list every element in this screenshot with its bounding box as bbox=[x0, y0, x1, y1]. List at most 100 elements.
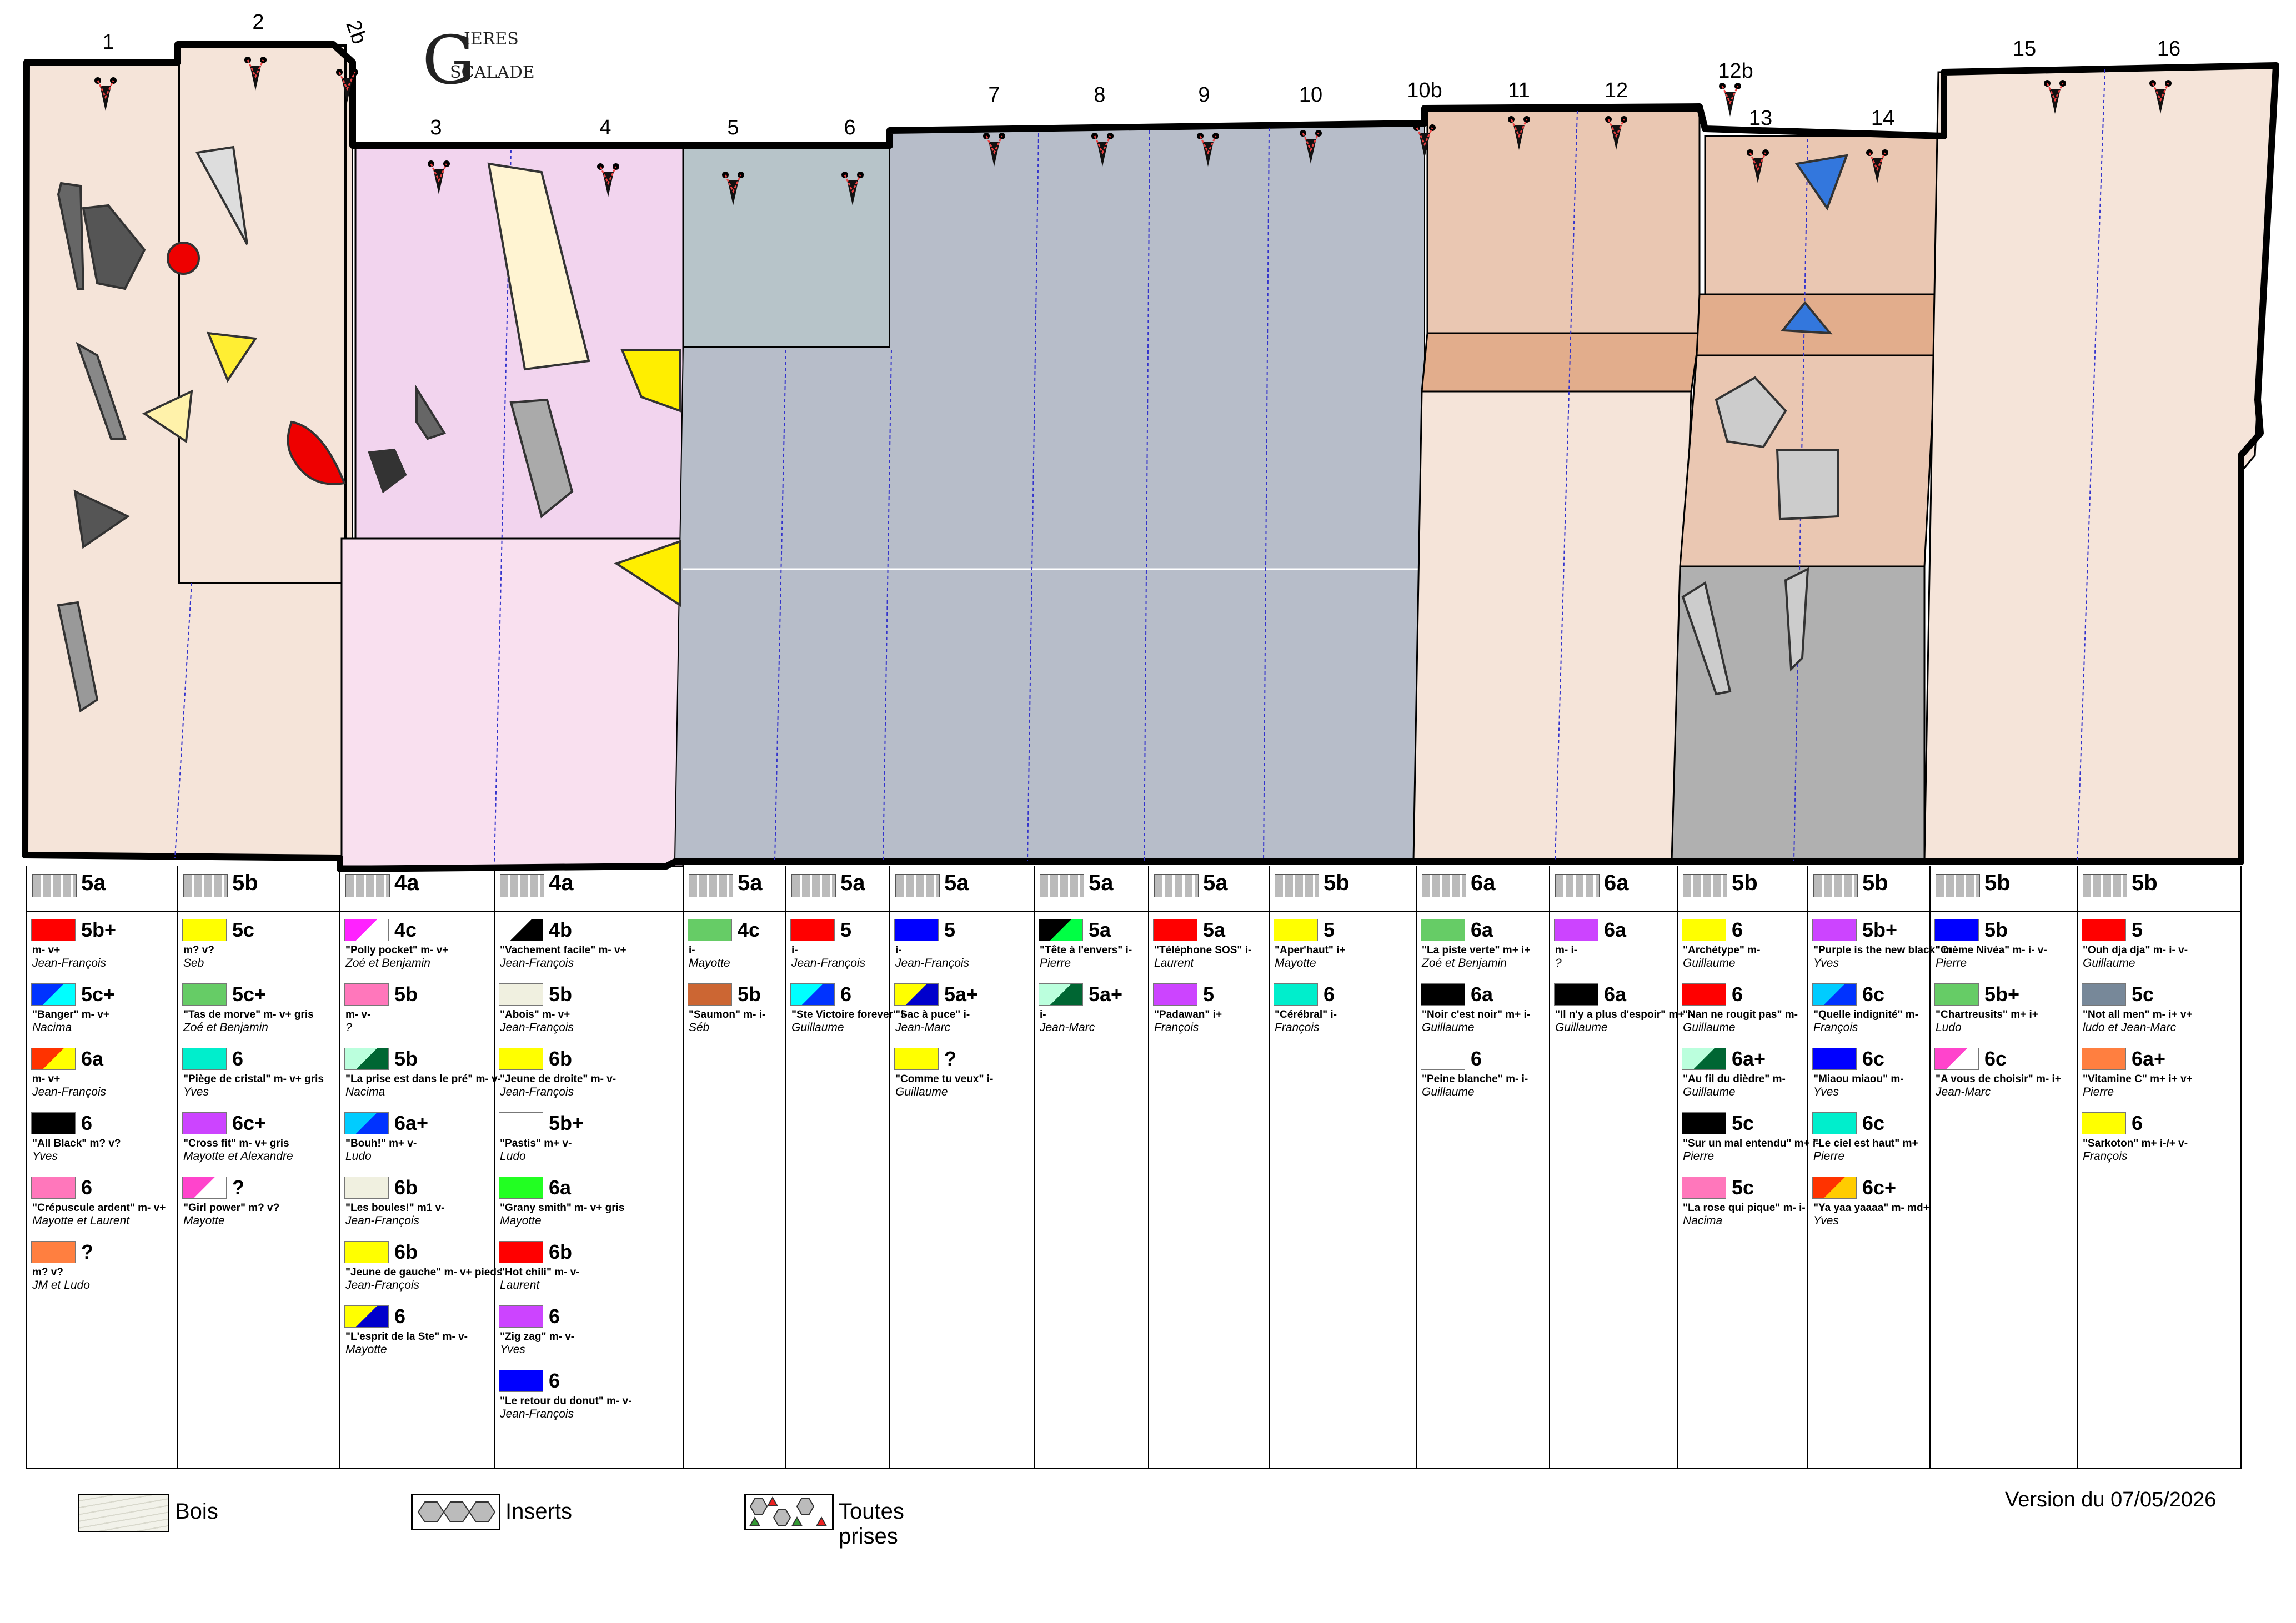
route-name: "Le ciel est haut" m+ bbox=[1813, 1138, 1918, 1149]
route-author: François bbox=[2083, 1150, 2128, 1163]
route-author: Mayotte bbox=[183, 1214, 225, 1227]
route-name: "L'esprit de la Ste" m- v- bbox=[345, 1331, 468, 1343]
route-grade: 6c bbox=[1862, 983, 1885, 1006]
route-color-swatch bbox=[344, 1305, 389, 1328]
line-number-label: 2b bbox=[341, 17, 371, 47]
route-author: Ludo bbox=[500, 1150, 526, 1163]
line-number-label: 6 bbox=[844, 116, 855, 139]
route-name: "Au fil du dièdre" m- bbox=[1683, 1073, 1786, 1085]
route-grade: 6a+ bbox=[1732, 1047, 1766, 1070]
route-grade: 6 bbox=[1732, 918, 1743, 941]
route-name: "All Black" m? v? bbox=[32, 1138, 121, 1149]
route-author: Jean-François bbox=[32, 1086, 107, 1098]
route-grade: 6c+ bbox=[232, 1112, 267, 1134]
route-name: "Chartreusits" m+ i+ bbox=[1936, 1009, 2038, 1021]
route-grade: 5a+ bbox=[944, 983, 979, 1006]
route-author: Jean-François bbox=[500, 1408, 574, 1420]
route-author: Yves bbox=[1813, 957, 1839, 969]
route-name: "Banger" m- v+ bbox=[32, 1009, 109, 1021]
line-number-label: 14 bbox=[1871, 107, 1894, 130]
column-base-grade: 4a bbox=[549, 871, 574, 895]
route-author: ludo et Jean-Marc bbox=[2083, 1021, 2177, 1034]
column-base-grade: 5b bbox=[1324, 871, 1350, 895]
route-grade: 5a bbox=[1203, 918, 1226, 941]
panel-11-12-bottom bbox=[1412, 390, 1692, 862]
route-color-swatch bbox=[894, 919, 939, 941]
route-author: Nacima bbox=[1683, 1214, 1723, 1227]
route-color-swatch bbox=[1934, 983, 1979, 1006]
route-color-swatch bbox=[182, 919, 227, 941]
route-name: "Ste Victoire forever" i- bbox=[791, 1009, 908, 1021]
all-holds-icon bbox=[791, 874, 836, 897]
route-grade: 5b bbox=[1984, 918, 2008, 941]
club-logo: G IERES SCALADE bbox=[422, 22, 535, 99]
route-color-swatch bbox=[1682, 1177, 1726, 1199]
anchor-icon bbox=[244, 57, 267, 91]
all-holds-icon bbox=[2083, 874, 2127, 897]
route-color-swatch bbox=[344, 1048, 389, 1070]
route-name: "Piège de cristal" m- v+ gris bbox=[183, 1073, 324, 1085]
route-color-swatch bbox=[790, 919, 835, 941]
route-color-swatch bbox=[2082, 1112, 2126, 1134]
all-holds-swatch-icon bbox=[744, 1494, 834, 1530]
route-grade: 5b+ bbox=[1984, 983, 2020, 1006]
route-author: Zoé et Benjamin bbox=[345, 957, 430, 969]
route-name: "La rose qui pique" m- i- bbox=[1683, 1202, 1806, 1214]
route-color-swatch bbox=[344, 1177, 389, 1199]
route-grade: 6c+ bbox=[1862, 1176, 1897, 1199]
route-color-swatch bbox=[1274, 983, 1318, 1006]
route-color-swatch bbox=[1812, 1177, 1857, 1199]
route-name: "La prise est dans le pré" m- v- bbox=[345, 1073, 501, 1085]
route-color-swatch bbox=[182, 1048, 227, 1070]
route-grade: ? bbox=[232, 1176, 244, 1199]
route-grade: 5b+ bbox=[81, 918, 117, 941]
route-author: Nacima bbox=[32, 1021, 72, 1034]
route-author: Jean-François bbox=[500, 1021, 574, 1034]
route-name: "Miaou miaou" m- bbox=[1813, 1073, 1904, 1085]
route-color-swatch bbox=[1682, 1112, 1726, 1134]
route-grade: 5b bbox=[394, 1047, 418, 1070]
route-color-swatch bbox=[499, 1305, 543, 1328]
route-grade: 6a bbox=[1604, 983, 1627, 1006]
route-grade: 6 bbox=[549, 1369, 560, 1392]
route-grade: 5b bbox=[738, 983, 761, 1006]
route-name: "La piste verte" m+ i+ bbox=[1422, 944, 1531, 956]
route-color-swatch bbox=[1682, 919, 1726, 941]
all-holds-icon bbox=[32, 874, 77, 897]
route-author: Ludo bbox=[1936, 1021, 1962, 1034]
all-holds-icon bbox=[1040, 874, 1084, 897]
route-author: Jean-François bbox=[345, 1214, 420, 1227]
column-base-grade: 5b bbox=[1732, 871, 1758, 895]
column-base-grade: 5b bbox=[232, 871, 258, 895]
route-color-swatch bbox=[1812, 919, 1857, 941]
route-author: Jean-François bbox=[500, 1086, 574, 1098]
route-color-swatch bbox=[499, 1112, 543, 1134]
route-author: François bbox=[1813, 1021, 1858, 1034]
route-author: Nacima bbox=[345, 1086, 385, 1098]
route-color-swatch bbox=[182, 1112, 227, 1134]
anchor-icon bbox=[1747, 149, 1769, 183]
route-author: Séb bbox=[689, 1021, 710, 1034]
all-holds-icon bbox=[689, 874, 733, 897]
route-grade: 4b bbox=[549, 918, 573, 941]
anchor-icon bbox=[1866, 149, 1888, 183]
line-number-label: 11 bbox=[1508, 79, 1530, 102]
anchor-icon bbox=[1719, 83, 1741, 117]
legend-all-holds-label: Toutes prises bbox=[839, 1499, 904, 1549]
route-grade: 6a+ bbox=[2132, 1047, 2166, 1070]
route-name: "Ya yaa yaaaa" m- md+ bbox=[1813, 1202, 1929, 1214]
panel-3-4-bottom bbox=[340, 537, 684, 867]
route-color-swatch bbox=[1554, 919, 1598, 941]
route-author: Guillaume bbox=[1555, 1021, 1608, 1034]
route-author: Jean-François bbox=[345, 1279, 420, 1292]
route-name: "Vachement facile" m- v+ bbox=[500, 944, 626, 956]
route-color-swatch bbox=[499, 983, 543, 1006]
route-author: Zoé et Benjamin bbox=[183, 1021, 268, 1034]
column-base-grade: 5a bbox=[738, 871, 763, 895]
route-name: "Cérébral" i- bbox=[1275, 1009, 1337, 1021]
route-name: "Nan ne rougit pas" m- bbox=[1683, 1009, 1798, 1021]
route-name: "Téléphone SOS" i- bbox=[1154, 944, 1252, 956]
route-author: Seb bbox=[183, 957, 204, 969]
route-name: "Zig zag" m- v- bbox=[500, 1331, 575, 1343]
route-name: "Les boules!" m1 v- bbox=[345, 1202, 445, 1214]
